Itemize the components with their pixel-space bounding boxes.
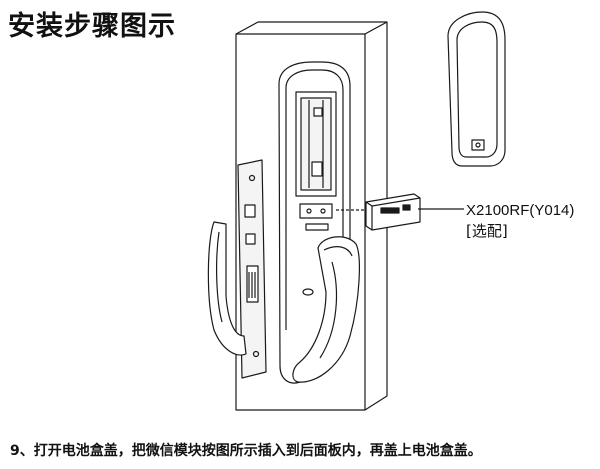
module-slot — [299, 203, 368, 231]
module-option-label: [选配] — [466, 222, 508, 240]
instruction-caption: 9、打开电池盒盖，把微信模块按图所示插入到后面板内，再盖上电池盒盖。 — [10, 443, 482, 459]
battery-compartment — [295, 91, 337, 197]
page-title: 安装步骤图示 — [8, 11, 176, 42]
mortise-faceplate — [237, 159, 267, 379]
lever-handle — [292, 236, 360, 383]
module-model-label: X2100RF(Y014) — [466, 202, 575, 219]
inner-lever-handle — [207, 221, 247, 356]
battery-cover — [447, 11, 506, 167]
wechat-module — [365, 193, 421, 231]
